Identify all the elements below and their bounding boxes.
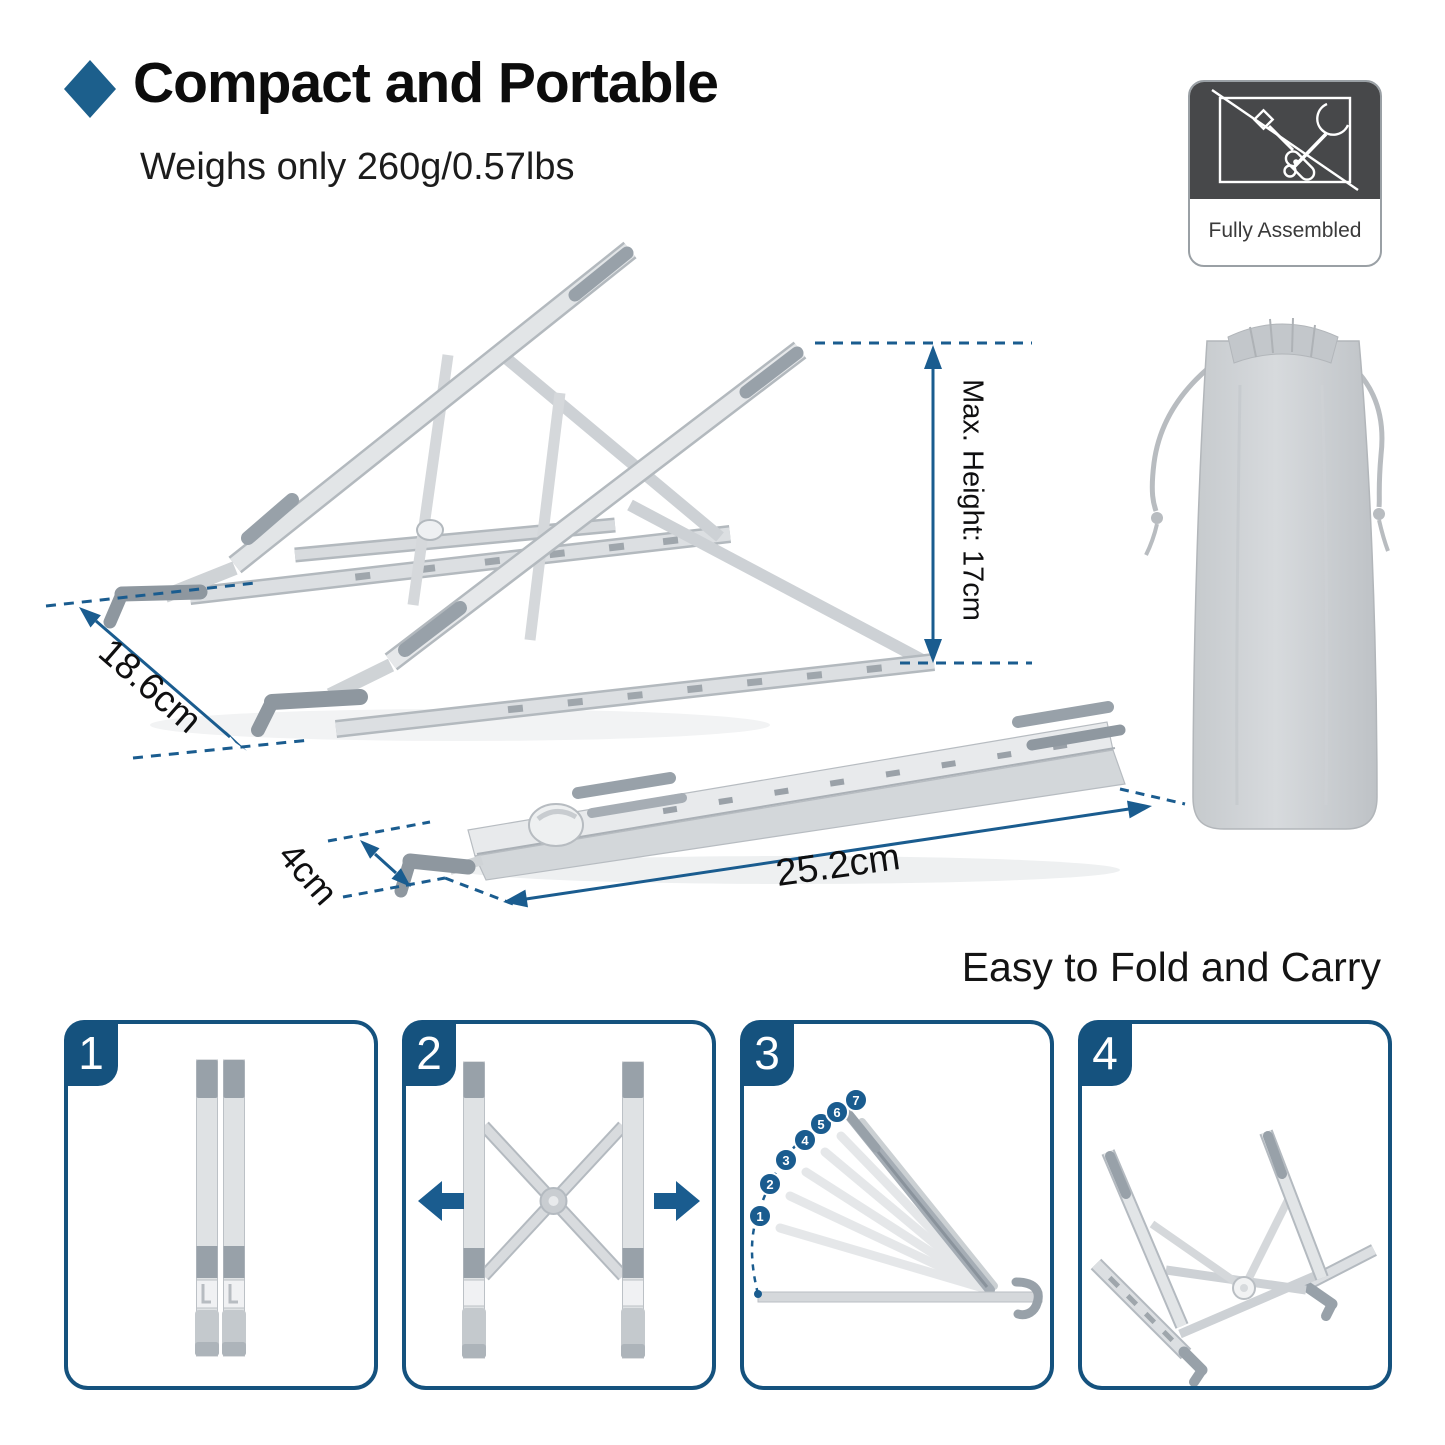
angle-level-badge: 2 — [758, 1172, 782, 1196]
angle-level-badge: 4 — [793, 1128, 817, 1152]
diamond-bullet-icon — [64, 60, 116, 118]
angle-level-badge: 1 — [748, 1204, 772, 1228]
angle-level-badge: 6 — [825, 1100, 849, 1124]
fully-assembled-badge: Fully Assembled — [1188, 80, 1382, 267]
step-number-badge: 3 — [740, 1020, 794, 1086]
opening-stand-illustration — [418, 1061, 700, 1359]
folded-stand-top-view-illustration — [195, 1059, 246, 1357]
angle-adjustment-illustration — [750, 1095, 1043, 1320]
step-number-badge: 1 — [64, 1020, 118, 1086]
page-title: Compact and Portable — [133, 51, 719, 115]
fold-section-title: Easy to Fold and Carry — [961, 944, 1381, 990]
page-subtitle: Weighs only 260g/0.57lbs — [140, 146, 575, 188]
folded-stand — [394, 701, 1126, 898]
laptop-stand-illustration — [45, 241, 1186, 908]
max-height-label: Max. Height: 17cm — [956, 379, 989, 621]
open-stand — [103, 241, 936, 738]
storage-pouch-illustration — [1144, 317, 1390, 830]
angle-level-badge: 7 — [844, 1088, 868, 1112]
arrow-left-icon — [418, 1181, 464, 1221]
no-assembly-tools-icon — [1190, 82, 1380, 199]
step-number-badge: 4 — [1078, 1020, 1132, 1086]
arrow-right-icon — [654, 1181, 700, 1221]
dimension-lines — [45, 341, 1186, 908]
fold-step-panel-4: 4 — [1078, 1020, 1392, 1390]
assembled-stand-illustration — [1090, 1129, 1377, 1386]
badge-label: Fully Assembled — [1208, 219, 1362, 242]
fold-step-panel-2: 2 — [402, 1020, 716, 1390]
fold-step-panel-3: 3 1 2 3 4 5 6 7 — [740, 1020, 1054, 1390]
step-number-badge: 2 — [402, 1020, 456, 1086]
angle-level-badge: 3 — [774, 1148, 798, 1172]
fold-step-panel-1: 1 — [64, 1020, 378, 1390]
